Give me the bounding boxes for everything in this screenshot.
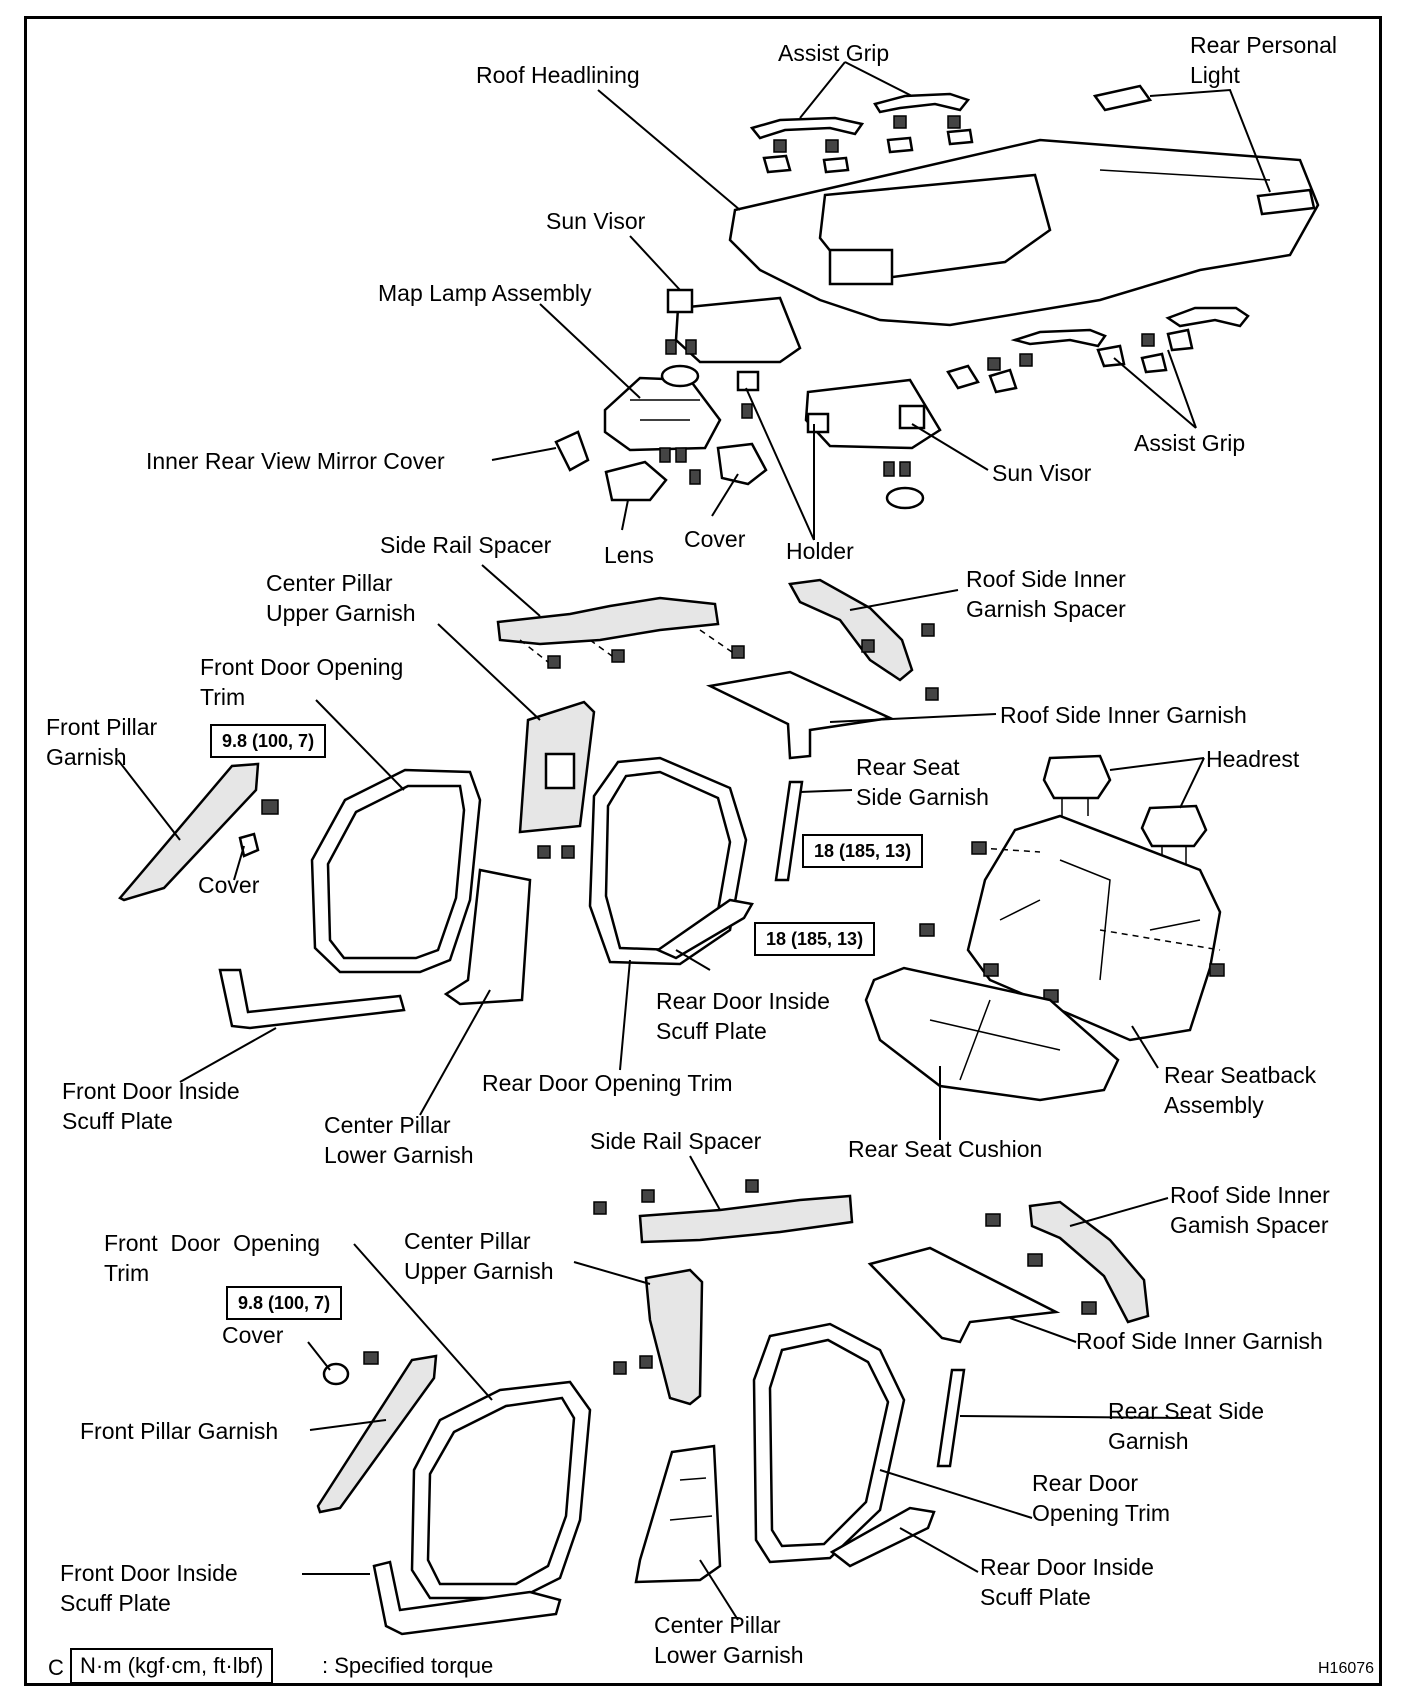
front-door-inside-scuff-plate-1-drawing xyxy=(218,968,406,1030)
leader-lines xyxy=(117,61,1271,1621)
rear-seat-side-garnish-1-drawing xyxy=(774,780,804,882)
label-rear-door-opening-trim-1: Rear Door Opening Trim xyxy=(482,1070,733,1096)
legend-prefix: C xyxy=(48,1655,64,1680)
label-front-door-inside-scuff-plate-2: Front Door Inside Scuff Plate xyxy=(60,1560,238,1616)
label-side-rail-spacer-1: Side Rail Spacer xyxy=(380,532,552,558)
front-pillar-garnish-1-drawing xyxy=(118,762,279,902)
label-roof-side-inner-garnish-1: Roof Side Inner Garnish xyxy=(1000,702,1247,728)
label-front-door-inside-scuff-plate-1: Front Door Inside Scuff Plate xyxy=(62,1078,240,1134)
center-pillar-upper-garnish-1-drawing xyxy=(518,700,596,859)
front-pillar-garnish-2-drawing xyxy=(316,1351,438,1514)
label-roof-side-inner-garnish-spacer-1: Roof Side Inner Garnish Spacer xyxy=(966,566,1126,622)
label-roof-headlining: Roof Headlining xyxy=(476,62,640,88)
assist-grip-right-drawing xyxy=(946,306,1250,394)
label-front-pillar-garnish-1: Front Pillar Garnish xyxy=(46,714,158,770)
rear-personal-light-drawing xyxy=(1092,84,1316,216)
label-front-pillar-garnish-2: Front Pillar Garnish xyxy=(80,1418,279,1444)
roof-side-inner-garnish-2-drawing xyxy=(867,1246,1061,1344)
label-roof-side-inner-garnish-2: Roof Side Inner Garnish xyxy=(1076,1328,1323,1354)
label-cover-bottom: Cover xyxy=(222,1322,284,1348)
label-rear-door-inside-scuff-plate-1: Rear Door Inside Scuff Plate xyxy=(656,988,830,1044)
rear-door-opening-trim-1-drawing xyxy=(588,756,748,966)
torque-spec-front-pillar-2: 9.8 (100, 7) xyxy=(226,1286,343,1320)
headrest-drawing xyxy=(1042,754,1208,864)
label-assist-grip-top: Assist Grip xyxy=(778,40,890,66)
roof-side-inner-garnish-spacer-1-drawing xyxy=(788,578,939,701)
label-center-pillar-lower-garnish-2: Center Pillar Lower Garnish xyxy=(654,1612,804,1668)
label-side-rail-spacer-2: Side Rail Spacer xyxy=(590,1128,762,1154)
front-door-opening-trim-2-drawing xyxy=(410,1380,592,1600)
label-rear-personal-light: Rear Personal Light xyxy=(1190,32,1338,88)
rear-door-opening-trim-2-drawing xyxy=(752,1322,906,1564)
label-headrest: Headrest xyxy=(1206,746,1300,772)
label-sun-visor-right: Sun Visor xyxy=(992,460,1092,486)
roof-side-inner-garnish-1-drawing xyxy=(705,670,895,760)
label-cover-mid: Cover xyxy=(198,872,260,898)
legend-torque-unit: N·m (kgf·cm, ft·lbf) xyxy=(70,1648,274,1684)
label-roof-side-inner-garnish-spacer-2: Roof Side Inner Gamish Spacer xyxy=(1170,1182,1330,1238)
legend-meaning: : Specified torque xyxy=(322,1653,494,1678)
label-front-door-opening-trim-1: Front Door Opening Trim xyxy=(200,654,404,710)
assist-grip-top-drawing xyxy=(749,92,974,174)
diagram-frame xyxy=(24,16,1382,1686)
center-pillar-lower-garnish-2-drawing xyxy=(634,1444,722,1584)
rear-seat-cushion-drawing xyxy=(864,966,1120,1102)
torque-spec-front-pillar-1: 9.8 (100, 7) xyxy=(210,724,327,758)
label-rear-seat-cushion: Rear Seat Cushion xyxy=(848,1136,1043,1162)
label-rear-seat-side-garnish-1: Rear Seat Side Garnish xyxy=(856,754,989,810)
center-pillar-lower-garnish-1-drawing xyxy=(443,868,532,1006)
label-rear-seatback-assembly: Rear Seatback Assembly xyxy=(1164,1062,1317,1118)
torque-spec-seatback-upper: 18 (185, 13) xyxy=(802,834,924,868)
front-door-opening-trim-1-drawing xyxy=(310,768,482,974)
front-door-inside-scuff-plate-2-drawing xyxy=(372,1560,562,1636)
label-sun-visor-left: Sun Visor xyxy=(546,208,646,234)
label-rear-door-opening-trim-2: Rear Door Opening Trim xyxy=(1032,1470,1171,1526)
label-holder: Holder xyxy=(786,538,854,564)
label-assist-grip-right: Assist Grip xyxy=(1134,430,1246,456)
figure-code: H16076 xyxy=(1318,1660,1375,1677)
label-cover-top: Cover xyxy=(684,526,746,552)
roof-headlining-drawing xyxy=(728,138,1320,327)
label-lens: Lens xyxy=(604,542,654,568)
label-inner-rear-view-mirror-cover: Inner Rear View Mirror Cover xyxy=(146,448,445,474)
label-front-door-opening-trim-2: Front Door Opening Trim xyxy=(104,1230,321,1286)
center-pillar-upper-garnish-2-drawing xyxy=(613,1268,704,1406)
label-center-pillar-lower-garnish-1: Center Pillar Lower Garnish xyxy=(324,1112,474,1168)
label-center-pillar-upper-garnish-1: Center Pillar Upper Garnish xyxy=(266,570,416,626)
map-lamp-assembly-drawing xyxy=(554,339,925,510)
label-center-pillar-upper-garnish-2: Center Pillar Upper Garnish xyxy=(404,1228,554,1284)
label-rear-seat-side-garnish-2: Rear Seat Side Garnish xyxy=(1108,1398,1264,1454)
rear-seatback-assembly-drawing xyxy=(919,814,1225,1042)
side-rail-spacer-2-drawing xyxy=(593,1179,854,1244)
torque-spec-seatback-lower: 18 (185, 13) xyxy=(754,922,876,956)
side-rail-spacer-1-drawing xyxy=(496,596,745,669)
rear-door-inside-scuff-plate-1-drawing xyxy=(655,898,754,960)
label-rear-door-inside-scuff-plate-2: Rear Door Inside Scuff Plate xyxy=(980,1554,1154,1610)
rear-seat-side-garnish-2-drawing xyxy=(936,1368,966,1468)
rear-door-inside-scuff-plate-2-drawing xyxy=(829,1506,936,1568)
label-map-lamp-assembly: Map Lamp Assembly xyxy=(378,280,592,306)
